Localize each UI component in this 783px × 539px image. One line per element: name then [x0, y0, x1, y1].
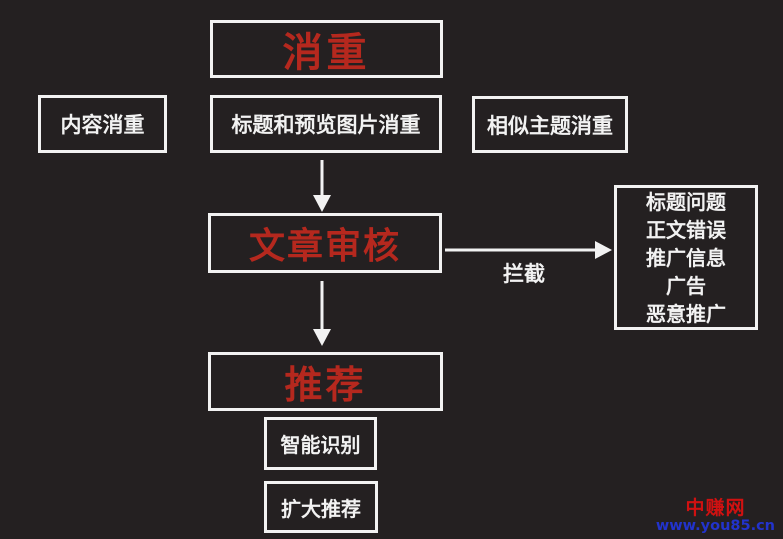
node-smart-recognition: 智能识别 [264, 417, 377, 470]
intercept-reason-item: 标题问题 [646, 189, 726, 214]
node-title-preview-dedup: 标题和预览图片消重 [210, 95, 442, 153]
arrow-dedup-to-review-icon [313, 160, 331, 212]
node-article-review: 文章审核 [208, 213, 442, 273]
intercept-reason-item: 恶意推广 [646, 301, 726, 326]
edge-label-intercept: 拦截 [503, 262, 545, 286]
arrow-review-to-intercept-icon [445, 241, 612, 259]
intercept-reason-item: 正文错误 [646, 217, 726, 242]
intercept-reason-item: 广告 [666, 273, 706, 298]
node-expand-recommend: 扩大推荐 [264, 481, 378, 533]
watermark-site-url: www.you85.cn [655, 517, 775, 534]
node-similar-topic-dedup: 相似主题消重 [472, 96, 628, 153]
arrow-review-to-recommend-icon [313, 281, 331, 346]
node-dedup: 消重 [210, 20, 443, 78]
node-recommend: 推荐 [208, 352, 443, 411]
node-intercept-reasons: 标题问题 正文错误 推广信息 广告 恶意推广 [614, 185, 758, 330]
watermark: 中赚网 www.you85.cn [655, 496, 775, 534]
intercept-reason-item: 推广信息 [646, 245, 726, 270]
watermark-site-name: 中赚网 [685, 496, 746, 519]
node-content-dedup: 内容消重 [38, 95, 167, 153]
